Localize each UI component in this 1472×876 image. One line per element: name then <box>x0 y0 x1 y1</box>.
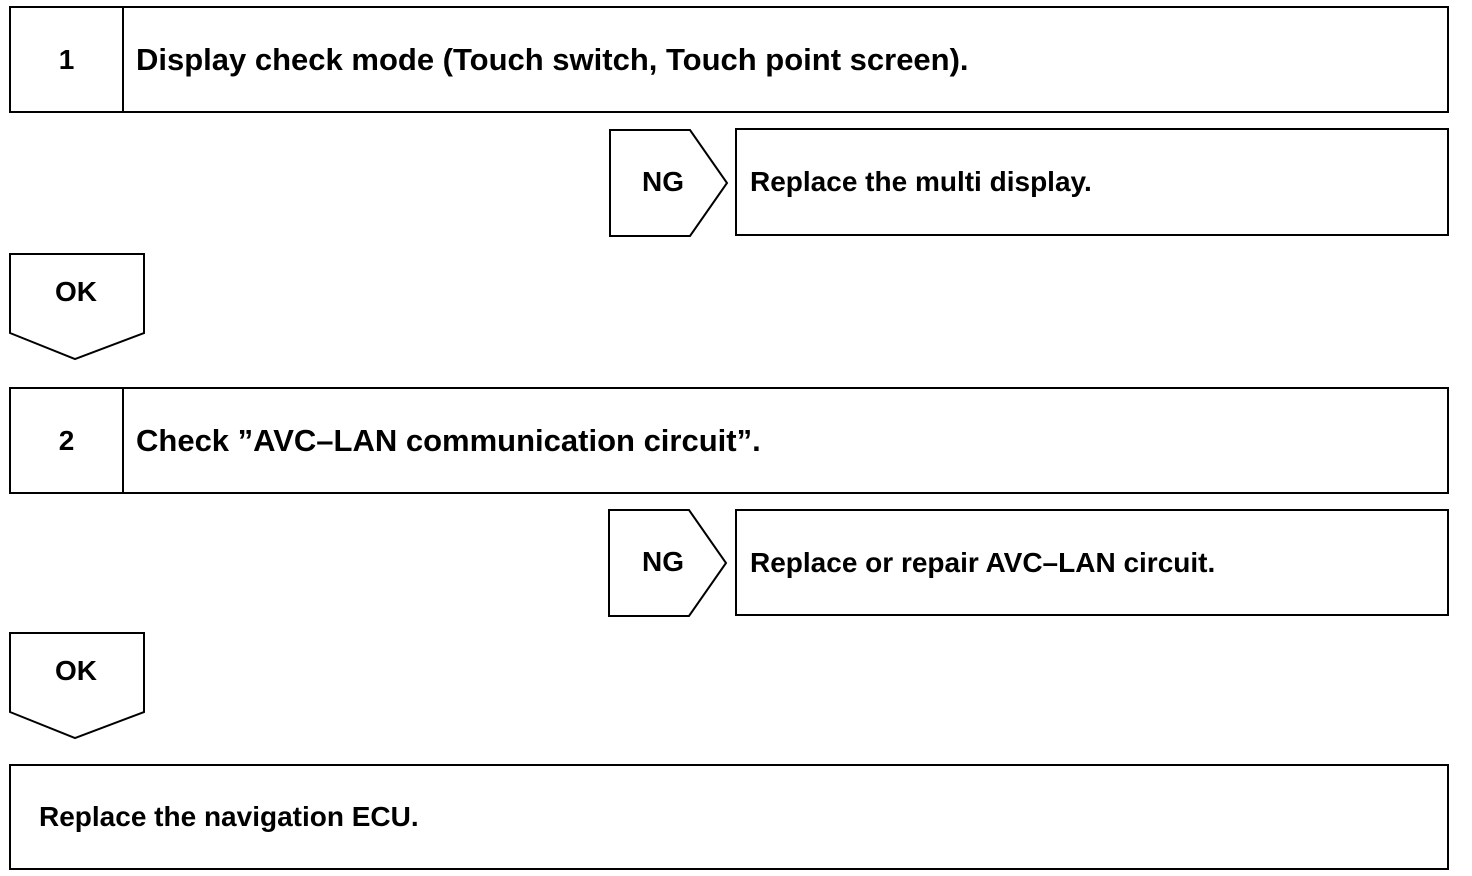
step-1-number: 1 <box>11 8 124 111</box>
ok-arrow-1: OK <box>9 253 147 361</box>
ng-1-result-box: Replace the multi display. <box>735 128 1449 236</box>
final-result-box: Replace the navigation ECU. <box>9 764 1449 870</box>
ok-arrow-2-label: OK <box>55 655 97 686</box>
ok-arrow-1-shape <box>9 253 145 361</box>
ng-arrow-2: NG <box>608 509 728 617</box>
step-2-number: 2 <box>11 389 124 492</box>
step-1-text: Display check mode (Touch switch, Touch … <box>136 41 969 77</box>
step-2-box: 2 Check ”AVC–LAN communication circuit”. <box>9 387 1449 494</box>
ng-arrow-1-label: NG <box>642 166 684 197</box>
ng-arrow-1-shape <box>609 129 729 237</box>
step-1-box: 1 Display check mode (Touch switch, Touc… <box>9 6 1449 113</box>
ok-arrow-2: OK <box>9 632 147 740</box>
ok-arrow-2-shape <box>9 632 145 740</box>
ng-arrow-2-label: NG <box>642 546 684 577</box>
ng-2-result-text: Replace or repair AVC–LAN circuit. <box>750 546 1216 578</box>
ng-arrow-1: NG <box>609 129 729 237</box>
ng-arrow-2-shape <box>608 509 728 617</box>
ok-arrow-1-label: OK <box>55 276 97 307</box>
ng-2-result-box: Replace or repair AVC–LAN circuit. <box>735 509 1449 616</box>
final-result-text: Replace the navigation ECU. <box>39 801 419 832</box>
ng-1-result-text: Replace the multi display. <box>750 166 1092 197</box>
step-2-text: Check ”AVC–LAN communication circuit”. <box>136 422 761 458</box>
